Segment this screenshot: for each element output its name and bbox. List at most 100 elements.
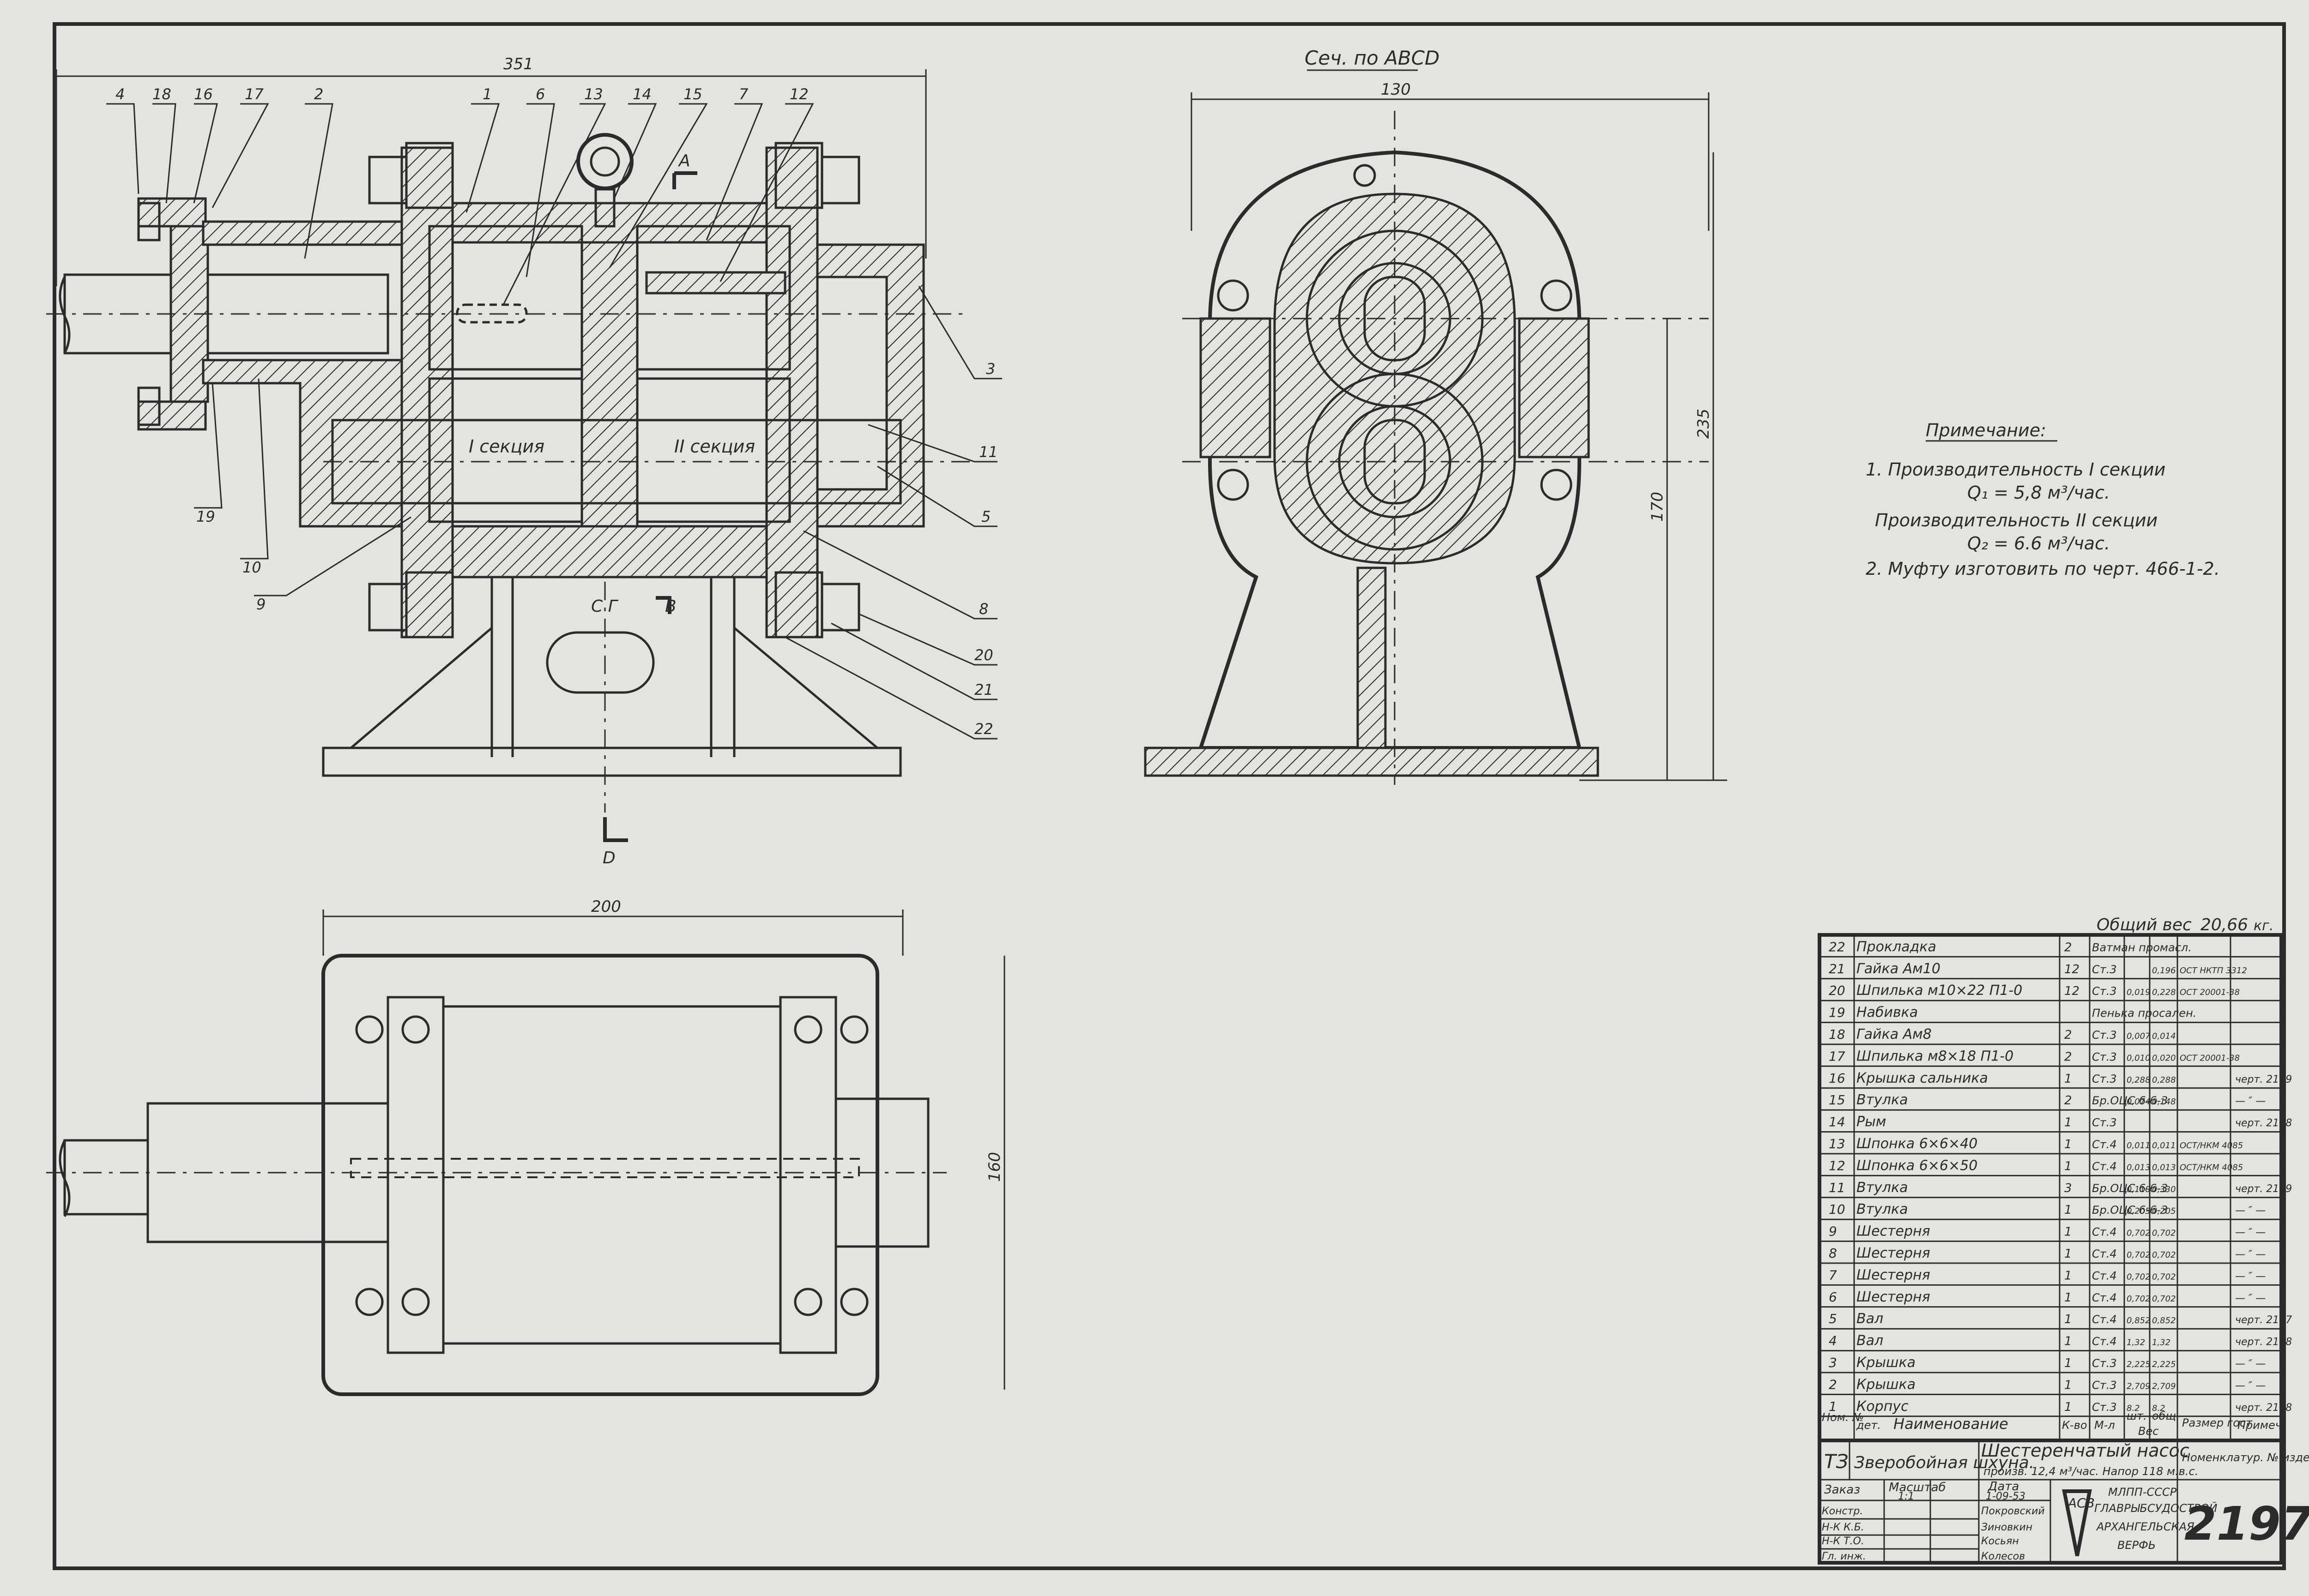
part-pos-cell: 1: [1829, 1399, 1837, 1414]
weight-label: Общий вес: [2097, 915, 2192, 934]
dim-width-130: 130: [1381, 80, 1411, 99]
part-pos-cell: 7: [1829, 1267, 1837, 1283]
part-std-cell: ОСТ 20001-38: [2180, 988, 2240, 997]
part-note-cell: — ″ —: [2235, 1096, 2266, 1107]
callout-6: 6: [536, 85, 545, 103]
weight-unit: кг.: [2254, 918, 2273, 934]
tb-role-3: Н-К Т.О.: [1822, 1536, 1864, 1547]
part-w1-cell: 1,32: [2127, 1338, 2145, 1348]
section-mark-cg: С Г: [591, 597, 619, 616]
part-w1-cell: 0,205: [2127, 1206, 2151, 1216]
note-line-2: Q₁ = 5,8 м³/час.: [1967, 482, 2110, 503]
section-mark-b: В: [665, 597, 677, 616]
part-qty-cell: 1: [2064, 1138, 2072, 1151]
part-w2-cell: 0,288: [2152, 1075, 2176, 1085]
part-name-cell: Крышка: [1856, 1355, 1916, 1371]
tb-item: Шестеренчатый насос: [1981, 1440, 2189, 1461]
part-mat-cell: Ст.4: [2092, 1160, 2117, 1173]
part-w2-cell: 2,225: [2152, 1360, 2176, 1369]
part-name-cell: Набивка: [1856, 1005, 1918, 1021]
sheet-border: [53, 22, 2286, 1570]
dim-overall: 351: [503, 55, 533, 73]
part-w1-cell: 0,702: [2127, 1229, 2151, 1238]
part-name-cell: Крышка: [1856, 1376, 1916, 1392]
plan-view: 200 160: [46, 897, 1005, 1396]
section-label-1: I секция: [469, 436, 544, 457]
section-label-2: II секция: [674, 436, 755, 457]
part-w1-cell: 8.2: [2127, 1403, 2140, 1413]
part-pos-cell: 21: [1829, 961, 1845, 976]
part-w2-cell: 0,205: [2152, 1206, 2176, 1216]
part-pos-cell: 9: [1829, 1224, 1837, 1239]
part-note-cell: — ″ —: [2235, 1249, 2266, 1260]
part-w1-cell: 0,288: [2127, 1075, 2151, 1085]
part-name-cell: Шестерня: [1856, 1289, 1930, 1305]
part-name-cell: Втулка: [1856, 1201, 1908, 1217]
tb-name-1: Покровский: [1981, 1506, 2045, 1517]
part-std-cell: ОСТ 20001-38: [2180, 1053, 2240, 1063]
callout-4: 4: [115, 85, 125, 103]
hdr-weight: Вес: [2138, 1425, 2158, 1438]
part-pos-cell: 3: [1829, 1355, 1837, 1370]
callout-22: 22: [974, 720, 993, 738]
part-note-cell: черт. 2198: [2235, 1402, 2292, 1414]
part-pos-cell: 5: [1829, 1311, 1837, 1326]
tb-drawing-no: 2197: [2184, 1497, 2309, 1551]
part-qty-cell: 2: [2064, 1094, 2072, 1108]
callout-16: 16: [194, 85, 213, 103]
part-w1-cell: 0,011: [2127, 1141, 2151, 1150]
part-name-cell: Рым: [1856, 1114, 1886, 1130]
part-w1-cell: 0,852: [2127, 1316, 2151, 1325]
part-name-cell: Вал: [1856, 1333, 1883, 1349]
tb-role-4: Гл. инж.: [1822, 1551, 1866, 1562]
part-pos-cell: 8: [1829, 1246, 1837, 1261]
tb-org-2: ГЛАВРЫБСУДОСТРОЙ: [2094, 1501, 2218, 1515]
part-w2-cell: 0,228: [2152, 988, 2176, 997]
callout-9: 9: [256, 596, 266, 613]
part-note-cell: — ″ —: [2235, 1227, 2266, 1239]
part-pos-cell: 10: [1829, 1202, 1845, 1217]
part-note-cell: — ″ —: [2235, 1271, 2266, 1282]
part-name-cell: Гайка Ам8: [1856, 1026, 1932, 1042]
part-mat-cell: Ст.3: [2092, 963, 2117, 976]
note-block: Примечание: 1. Производительность I секц…: [1866, 420, 2220, 579]
part-name-cell: Шпонка 6×6×50: [1856, 1157, 1977, 1174]
tb-name-4: Колесов: [1981, 1551, 2025, 1562]
company-logo: АСВ: [2062, 1489, 2095, 1556]
part-mat-cell: Ст.4: [2092, 1269, 2117, 1282]
part-w1-cell: 0,013: [2127, 1162, 2151, 1172]
part-pos-cell: 14: [1829, 1114, 1845, 1130]
part-qty-cell: 1: [2064, 1356, 2072, 1370]
part-mat-cell: Ст.3: [2092, 985, 2117, 998]
part-mat-cell: Ст.3: [2092, 1116, 2117, 1129]
part-qty-cell: 1: [2064, 1335, 2072, 1349]
part-pos-cell: 11: [1829, 1180, 1845, 1195]
part-mat-cell: Ст.3: [2092, 1050, 2117, 1063]
part-w2-cell: 0,852: [2152, 1316, 2176, 1325]
section-mark-d: D: [603, 849, 616, 867]
tb-name-3: Косьян: [1981, 1536, 2019, 1547]
part-name-cell: Втулка: [1856, 1180, 1908, 1196]
callout-20: 20: [974, 646, 993, 664]
part-note-cell: черт. 2198: [2235, 1118, 2292, 1129]
part-name-cell: Шпонка 6×6×40: [1856, 1136, 1977, 1152]
part-w2-cell: 0,702: [2152, 1272, 2176, 1282]
part-qty-cell: 1: [2064, 1159, 2072, 1173]
dim-axis-170: 170: [1648, 492, 1667, 522]
part-mat-cell: Ватман промасл.: [2092, 941, 2192, 954]
part-name-cell: Шпилька м8×18 П1-0: [1856, 1048, 2013, 1064]
tb-nomenclature: Номенклатур. № изделия: [2182, 1451, 2309, 1464]
part-mat-cell: Пенька просален.: [2092, 1007, 2196, 1020]
part-mat-cell: Бр.ОЦС 6-6-3: [2092, 1182, 2168, 1195]
part-qty-cell: 1: [2064, 1247, 2072, 1261]
part-qty-cell: 2: [2064, 1050, 2072, 1064]
part-w2-cell: 0,011: [2152, 1141, 2176, 1150]
part-qty-cell: 1: [2064, 1269, 2072, 1283]
part-std-cell: ОСТ/НКМ 4085: [2180, 1141, 2243, 1150]
part-w1-cell: 2,709: [2127, 1381, 2151, 1391]
part-note-cell: черт. 2197: [2235, 1314, 2292, 1326]
part-note-cell: черт. 2199: [2235, 1074, 2292, 1085]
part-pos-cell: 13: [1829, 1136, 1845, 1151]
part-w2-cell: 8.2: [2152, 1403, 2165, 1413]
